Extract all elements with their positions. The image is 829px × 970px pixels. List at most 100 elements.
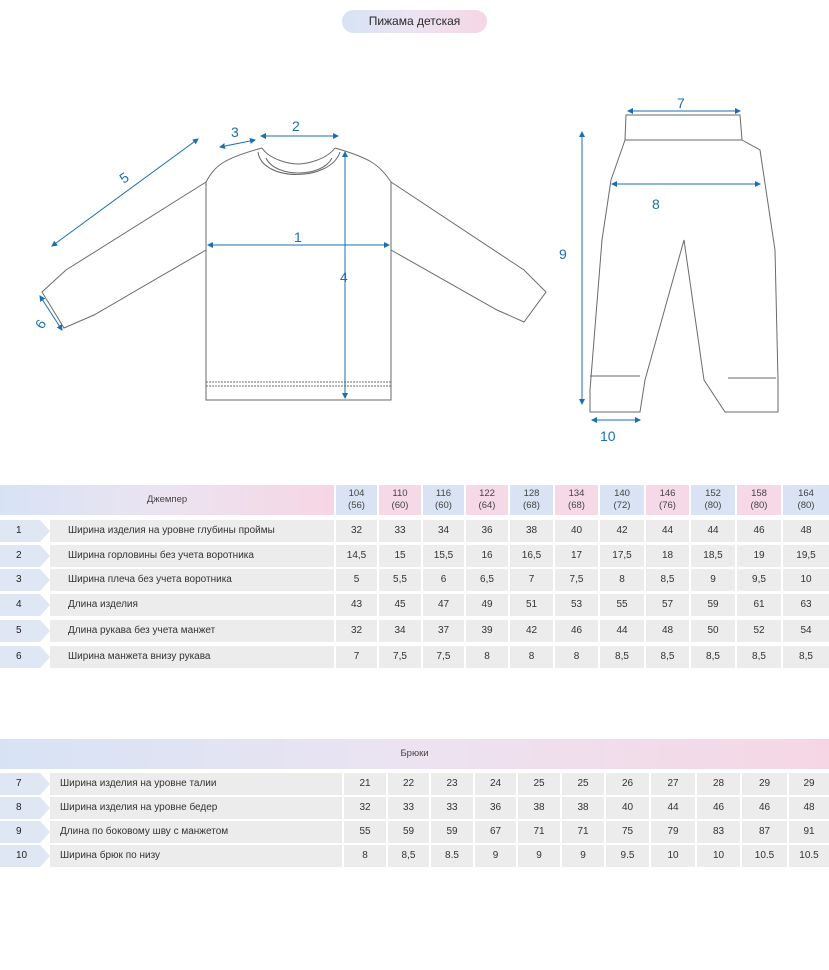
value-cell: 26	[606, 773, 649, 795]
label-3: 3	[231, 124, 239, 140]
value-cell: 63	[783, 594, 829, 616]
garment-diagram: 1 2 3 4 5 6 7 8 9 10	[32, 95, 779, 444]
value-cell: 32	[336, 620, 377, 642]
value-cell: 47	[423, 594, 464, 616]
value-cell: 9	[475, 845, 516, 867]
value-cell: 8,5	[646, 569, 689, 591]
value-cell: 40	[555, 520, 598, 542]
value-cell: 8	[510, 646, 553, 668]
value-cell: 7,5	[555, 569, 598, 591]
value-cell: 48	[783, 520, 829, 542]
size-height: 164	[798, 488, 814, 499]
pants-outline	[589, 114, 779, 413]
row-label: Ширина манжета внизу рукава	[50, 646, 334, 668]
row-number: 1	[16, 525, 22, 536]
row-label: Ширина брюк по низу	[50, 845, 342, 867]
value-cell: 6,5	[466, 569, 508, 591]
size-header: 164(80)	[783, 485, 829, 515]
value-cell: 42	[600, 520, 644, 542]
size-height: 152	[705, 488, 721, 499]
value-cell: 34	[379, 620, 421, 642]
value-cell: 83	[697, 821, 740, 843]
page-title: Пижама детская	[342, 10, 487, 33]
value-cell: 5	[336, 569, 377, 591]
row-label: Ширина изделия на уровне глубины проймы	[50, 520, 334, 542]
value-cell: 8,5	[783, 646, 829, 668]
value-cell: 8,5	[691, 646, 735, 668]
value-cell: 48	[646, 620, 689, 642]
value-cell: 17,5	[600, 545, 644, 567]
row-label: Длина изделия	[50, 594, 334, 616]
value-cell: 18,5	[691, 545, 735, 567]
value-cell: 19	[737, 545, 781, 567]
size-height: 116	[435, 488, 452, 499]
row-number-tab: 5	[0, 620, 50, 642]
value-cell: 52	[737, 620, 781, 642]
value-cell: 7,5	[379, 646, 421, 668]
value-cell: 50	[691, 620, 735, 642]
size-height: 104	[348, 488, 365, 499]
row-number-tab: 7	[0, 773, 50, 795]
value-cell: 37	[423, 620, 464, 642]
size-height: 122	[479, 488, 495, 499]
value-cell: 24	[475, 773, 516, 795]
label-4: 4	[340, 269, 348, 285]
row-number: 6	[16, 651, 22, 662]
row-label: Длина по боковому шву с манжетом	[50, 821, 342, 843]
value-cell: 39	[466, 620, 508, 642]
pants-table-header: Брюки	[0, 739, 829, 769]
value-cell: 36	[475, 797, 516, 819]
value-cell: 10	[651, 845, 695, 867]
row-number: 2	[16, 550, 22, 561]
row-label: Ширина горловины без учета воротника	[50, 545, 334, 567]
label-2: 2	[292, 118, 300, 134]
row-number-tab: 3	[0, 569, 50, 591]
value-cell: 25	[562, 773, 604, 795]
row-number: 3	[16, 574, 22, 585]
value-cell: 25	[518, 773, 560, 795]
value-cell: 59	[388, 821, 429, 843]
value-cell: 44	[646, 520, 689, 542]
value-cell: 34	[423, 520, 464, 542]
value-cell: 42	[510, 620, 553, 642]
value-cell: 19,5	[783, 545, 829, 567]
size-value: (60)	[435, 500, 452, 511]
value-cell: 8	[555, 646, 598, 668]
value-cell: 10.5	[742, 845, 787, 867]
value-cell: 44	[600, 620, 644, 642]
value-cell: 38	[562, 797, 604, 819]
label-7: 7	[677, 95, 685, 111]
size-header: 122(64)	[466, 485, 508, 515]
value-cell: 49	[466, 594, 508, 616]
value-cell: 48	[789, 797, 829, 819]
value-cell: 7	[336, 646, 377, 668]
value-cell: 38	[518, 797, 560, 819]
value-cell: 6	[423, 569, 464, 591]
value-cell: 10	[783, 569, 829, 591]
value-cell: 8	[466, 646, 508, 668]
size-header: 152(80)	[691, 485, 735, 515]
value-cell: 9	[518, 845, 560, 867]
value-cell: 8,5	[600, 646, 644, 668]
value-cell: 29	[789, 773, 829, 795]
value-cell: 75	[606, 821, 649, 843]
value-cell: 71	[562, 821, 604, 843]
value-cell: 18	[646, 545, 689, 567]
row-number-tab: 6	[0, 646, 50, 668]
jumper-outline	[41, 147, 547, 401]
label-1: 1	[294, 229, 302, 245]
value-cell: 33	[431, 797, 473, 819]
size-value: (72)	[613, 500, 631, 511]
size-value: (60)	[391, 500, 409, 511]
size-value: (80)	[750, 500, 768, 511]
value-cell: 44	[651, 797, 695, 819]
value-cell: 7,5	[423, 646, 464, 668]
value-cell: 23	[431, 773, 473, 795]
size-header: 134(68)	[555, 485, 598, 515]
size-value: (56)	[348, 500, 365, 511]
value-cell: 46	[697, 797, 740, 819]
